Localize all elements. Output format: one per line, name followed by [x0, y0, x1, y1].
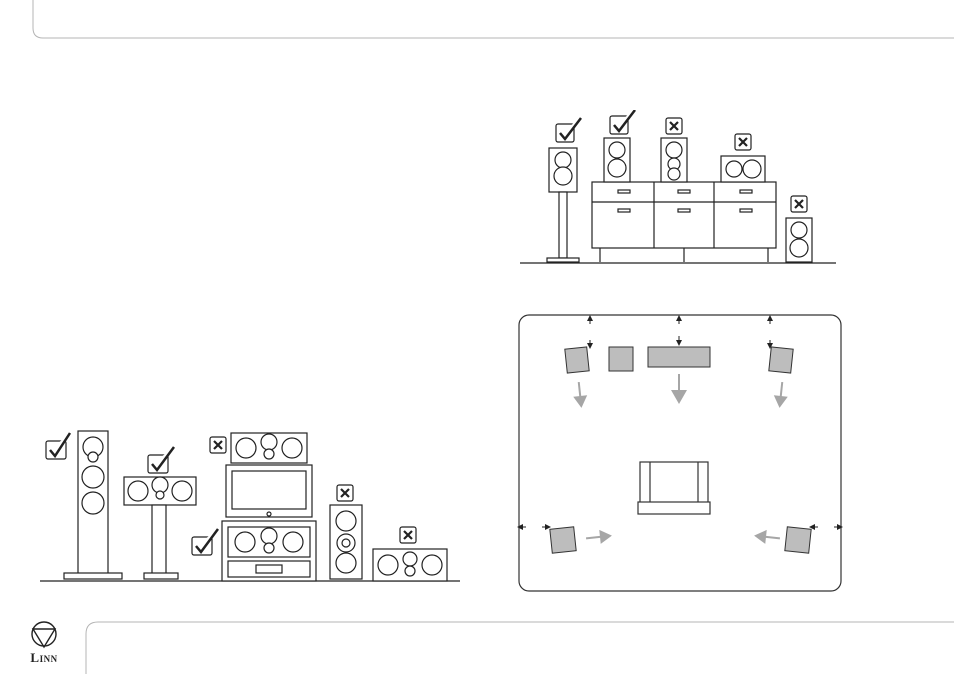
surround-right-speaker — [785, 527, 811, 553]
speaker-on-tv — [231, 433, 307, 463]
check-icon — [610, 110, 635, 134]
front-speaker-placement-figure — [40, 425, 465, 585]
floorstanding-speaker — [64, 431, 122, 579]
sideboard — [592, 182, 776, 262]
check-icon — [192, 529, 218, 555]
front-left-speaker — [565, 347, 589, 373]
cross-icon — [210, 437, 226, 453]
subwoofer — [609, 347, 633, 371]
cross-icon — [791, 196, 807, 212]
horizontal-floor-speaker — [373, 549, 447, 581]
tv-set — [226, 465, 312, 517]
room-layout-figure — [516, 312, 844, 594]
surround-height-figure — [518, 110, 838, 270]
speaker-on-sideboard-wrong — [661, 138, 687, 182]
centre-speaker-on-stand — [124, 477, 196, 579]
brand-wordmark: LINN — [24, 650, 64, 666]
speaker-on-stand — [547, 148, 579, 262]
check-icon — [556, 118, 581, 142]
sofa — [638, 462, 710, 514]
cross-icon — [400, 527, 416, 543]
header-frame — [0, 0, 954, 40]
cross-icon — [666, 118, 682, 134]
cross-icon — [735, 134, 751, 150]
check-icon — [148, 447, 174, 473]
speaker-on-floor — [786, 218, 812, 262]
front-right-speaker — [769, 347, 793, 373]
surround-left-speaker — [550, 527, 576, 553]
rotated-speaker — [330, 505, 362, 579]
speaker-on-sideboard — [604, 138, 630, 182]
check-icon — [46, 433, 70, 459]
footer-frame — [0, 618, 954, 674]
centre-speaker — [648, 347, 710, 367]
sideways-speaker-on-sideboard — [721, 156, 765, 182]
cross-icon — [337, 485, 353, 501]
av-cabinet — [222, 521, 316, 581]
